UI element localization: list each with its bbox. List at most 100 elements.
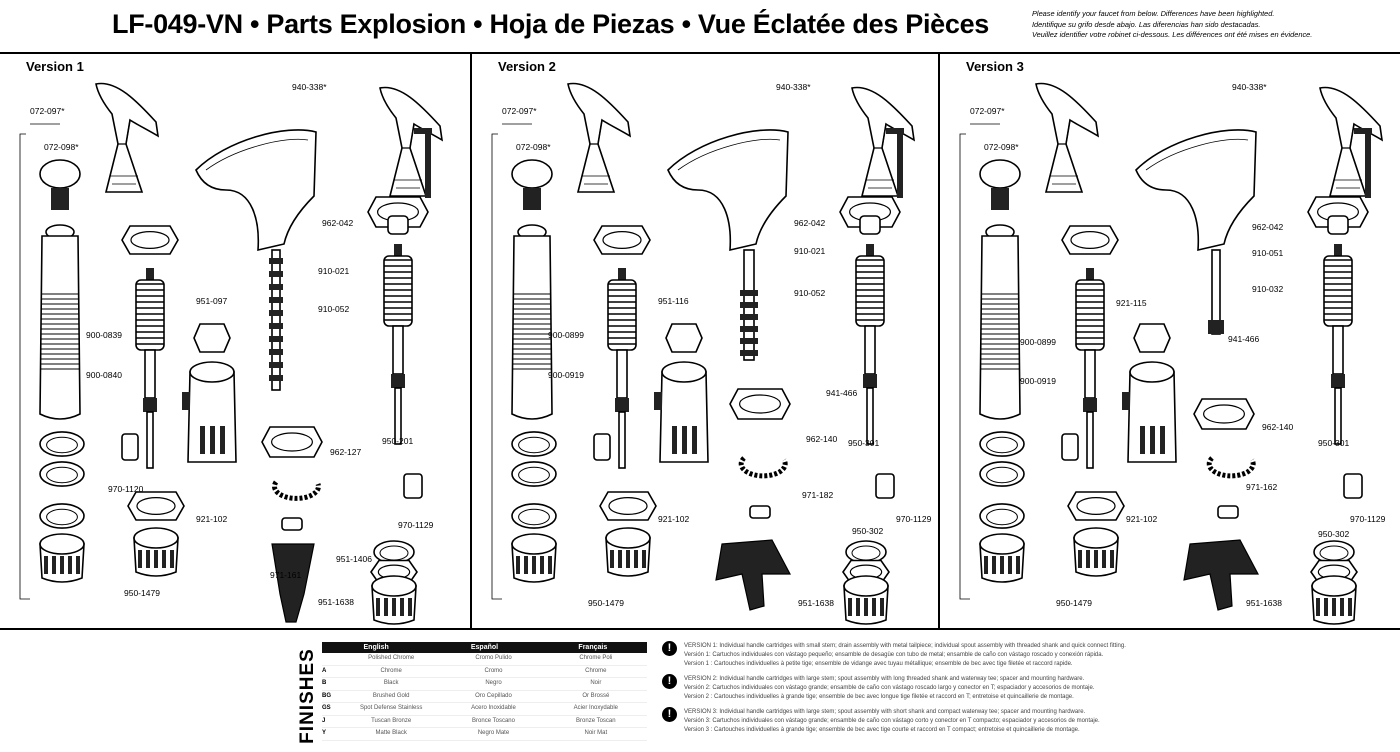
note-fr: Version 2 : Cartouches individuelles à g…	[684, 694, 1074, 700]
gasket-right	[367, 196, 429, 228]
hex-key-icon	[1354, 128, 1372, 134]
spout-plate	[729, 388, 791, 420]
nut-small	[1217, 505, 1239, 519]
part-number-callout: 940-338*	[1232, 82, 1267, 92]
drain-ring	[39, 431, 85, 457]
gasket-right	[839, 196, 901, 228]
finishes-title: FINISHES	[296, 648, 318, 744]
exploded-view-drawing	[959, 82, 1384, 625]
part-number-callout: 941-466	[1228, 334, 1260, 344]
finish-en: Polished Chrome	[368, 655, 415, 661]
drain-ring	[979, 431, 1025, 457]
part-number-callout: 950-201	[382, 436, 414, 446]
part-number-callout: 940-338*	[776, 82, 811, 92]
bracket-line	[491, 133, 502, 600]
finish-fr: Or Brossé	[582, 692, 610, 699]
drain-nut	[979, 533, 1025, 583]
drain-nut	[39, 533, 85, 583]
note-line-es: Identifique su grifo desde abajo. Las di…	[1032, 19, 1261, 29]
spout	[195, 129, 317, 391]
warning-icon: !	[662, 707, 677, 722]
part-number-callout: 951-097	[196, 296, 228, 306]
drain-nut	[511, 533, 557, 583]
connector-right	[403, 473, 423, 499]
part-number-callout: 900-0919	[1020, 376, 1056, 386]
warning-icon: !	[662, 674, 677, 689]
finish-es: Cromo Pulido	[475, 655, 512, 661]
version-label: Version 2	[498, 59, 556, 74]
finish-code: A	[322, 667, 327, 674]
part-number-callout: 072-097*	[502, 106, 537, 116]
cartridge-right	[383, 244, 413, 445]
part-number-callout: 072-097*	[970, 106, 1005, 116]
finish-es: Bronce Toscano	[472, 717, 515, 724]
handle-left	[1035, 82, 1100, 193]
nut-right	[843, 575, 889, 625]
valve-body	[1122, 323, 1177, 463]
part-number-callout: 072-098*	[516, 142, 551, 152]
plate-left	[127, 491, 185, 521]
finishes-table: English Español Français Polished Chrome…	[322, 642, 647, 741]
tee-fitting	[715, 539, 791, 611]
handle-right	[851, 86, 916, 197]
finish-row: Polished Chrome Cromo Pulido Chrome Poli	[322, 653, 647, 666]
version-label: Version 1	[26, 59, 84, 74]
cartridge-left	[607, 268, 637, 469]
note-es: Versión 1: Cartuchos individuales con vá…	[684, 652, 1104, 658]
cartridge-right	[855, 244, 885, 445]
handle-right	[379, 86, 444, 197]
part-number-callout: 921-102	[658, 514, 690, 524]
nut-left	[605, 527, 651, 577]
version-2-panel: Version 2 072-097*072-098*940-338*962-04…	[472, 54, 938, 628]
handle-left	[95, 82, 160, 193]
part-number-callout: 950-1479	[124, 588, 160, 598]
finish-fr: Acier Inoxydable	[573, 705, 618, 711]
part-number-callout: 951-116	[658, 296, 689, 306]
note-es: Versión 3: Cartuchos individuales con vá…	[684, 718, 1100, 724]
version-2-note: ! VERSION 2: Individual handle cartridge…	[662, 674, 1287, 704]
finish-fr: Noir Mat	[584, 730, 608, 736]
gasket-left	[121, 225, 179, 255]
plate-left	[1067, 491, 1125, 521]
finish-fr: Chrome Poli	[579, 655, 613, 661]
part-number-callout: 971-162	[1246, 482, 1278, 492]
part-number-callout: 072-098*	[44, 142, 79, 152]
drain-ring	[39, 503, 85, 529]
part-number-callout: 951-1406	[336, 554, 372, 564]
finish-code: J	[322, 717, 326, 724]
parts-diagram-area: Version 1 072-097* 072-098* 940-338* 962-04…	[0, 52, 1400, 630]
header-english: English	[363, 644, 389, 651]
note-en: VERSION 3: Individual handle cartridges …	[684, 709, 1086, 715]
horseshoe-spacer	[738, 456, 788, 479]
part-number-callout: 970-1129	[896, 514, 932, 524]
note-en: VERSION 1: Individual handle cartridges …	[684, 643, 1126, 649]
part-number-callout: 900-0839	[86, 330, 122, 340]
hex-key-icon	[886, 128, 904, 134]
nut-right	[371, 575, 417, 625]
part-number-callout: 900-0899	[1020, 337, 1056, 347]
identification-note: Please identify your faucet from below. …	[1032, 9, 1397, 41]
parts	[491, 82, 916, 625]
version-3-panel: Version 3 072-097*072-098*940-338*962-04…	[940, 54, 1400, 628]
part-number-callout: 950-1479	[588, 598, 624, 608]
part-number-callout: 940-338*	[292, 82, 327, 92]
part-number-callout: 910-032	[1252, 284, 1284, 294]
finish-es: Cromo	[484, 667, 503, 674]
gasket-left	[1061, 225, 1119, 255]
spout-plate	[261, 426, 323, 458]
version-1-panel: Version 1 072-097*072-098*940-338*962-04…	[0, 54, 470, 628]
finish-code: BG	[322, 692, 331, 699]
nut-small	[281, 517, 303, 531]
part-number-callout: 962-140	[806, 434, 838, 444]
part-number-callout: 950-301	[848, 438, 880, 448]
drain-ring	[979, 461, 1025, 487]
part-number-callout: 962-042	[1252, 222, 1284, 232]
note-en: VERSION 2: Individual handle cartridges …	[684, 676, 1085, 682]
part-number-callout: 950-302	[1318, 529, 1350, 539]
nut-left	[1073, 527, 1119, 577]
horseshoe-spacer	[1206, 456, 1256, 479]
